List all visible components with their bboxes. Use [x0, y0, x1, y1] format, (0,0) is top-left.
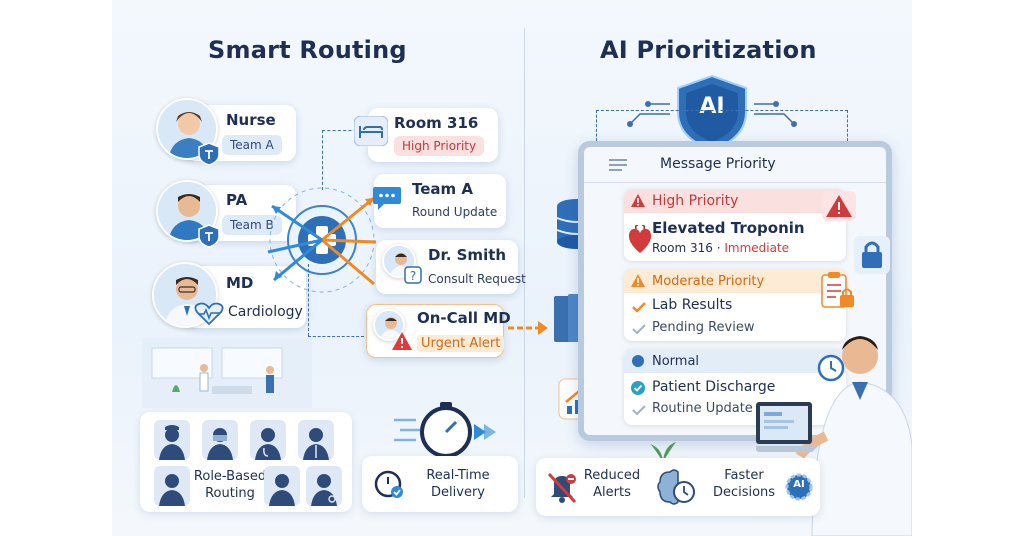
role-name: PA: [226, 191, 248, 209]
ai-gear-icon: [785, 473, 813, 501]
reduced-alerts-label: Reduced Alerts: [583, 468, 641, 500]
nurse-avatar: [156, 98, 218, 160]
brain-clock-icon: [657, 469, 695, 505]
route-connector: [322, 130, 362, 131]
role-based-routing-label: Role-Based Routing: [193, 469, 267, 501]
bed-icon: [354, 116, 388, 146]
arrow-right-icon: [508, 321, 548, 335]
route-card-dr-smith[interactable]: ? Dr. Smith Consult Request: [376, 240, 526, 294]
infographic: Smart Routing AI Prioritization Nurse Te…: [112, 0, 912, 536]
ai-gear-text: AI: [793, 479, 805, 490]
doctor-laptop-illustration: [756, 336, 912, 536]
check-icon: [632, 405, 646, 416]
normal-priority-label: Normal: [652, 354, 700, 369]
route-card-room[interactable]: Room 316 High Priority: [354, 108, 498, 162]
panel-header: Message Priority: [584, 147, 886, 183]
moderate-priority-message[interactable]: Moderate Priority Lab Results Pending Re…: [624, 269, 846, 341]
role-based-routing-card: Role-Based Routing: [140, 412, 352, 512]
surgeon-tile-icon: [202, 420, 238, 460]
high-priority-detail: Room 316 · Immediate: [652, 241, 789, 255]
high-priority-message[interactable]: High Priority Elevated Troponin Room 316…: [624, 189, 846, 261]
moderate-status: Pending Review: [652, 320, 755, 335]
cardiologist-tile-icon: [306, 466, 342, 506]
real-time-delivery-label: Real-Time Delivery: [426, 468, 490, 500]
menu-icon[interactable]: [608, 158, 628, 172]
moderate-priority-header: [624, 269, 846, 293]
route-tag: Round Update: [412, 205, 498, 219]
pa-tile-icon: [264, 466, 300, 506]
route-card-team[interactable]: Team A Round Update: [373, 174, 506, 228]
detail-room: Room 316 ·: [652, 241, 725, 255]
high-priority-title: Elevated Troponin: [652, 219, 805, 237]
smart-routing-title: Smart Routing: [208, 36, 407, 64]
heart-icon: [628, 225, 652, 253]
normal-status: Routine Update: [652, 401, 753, 416]
role-team: Team B: [222, 215, 282, 235]
doctor-tile-icon: [250, 420, 286, 460]
ai-prioritization-title: AI Prioritization: [600, 36, 817, 64]
ai-connector: [596, 110, 848, 146]
svg-text:?: ?: [410, 269, 416, 283]
real-time-delivery-card: Real-Time Delivery: [362, 456, 518, 512]
muted-bell-icon: [547, 472, 577, 504]
shield-icon: [198, 142, 220, 166]
staff-tile-icon: [154, 466, 190, 506]
dot-icon: [632, 355, 644, 367]
question-doc-icon: ?: [404, 266, 422, 284]
on-call-avatar: [373, 309, 405, 341]
stopwatch-icon: [394, 402, 496, 458]
route-tag: Consult Request: [428, 272, 526, 286]
normal-priority-header: [624, 349, 846, 373]
message-priority-panel: Message Priority High Priority Elevated …: [578, 141, 892, 441]
benefits-card: Reduced Alerts Faster Decisions AI: [536, 458, 820, 516]
nurse-tile-icon: [154, 420, 190, 460]
role-team: Team A: [222, 135, 282, 155]
route-connector: [308, 264, 309, 336]
check-circle-icon: [631, 381, 645, 395]
check-icon: [632, 324, 646, 335]
ai-shield-icon: [677, 74, 747, 152]
high-priority-label: High Priority: [652, 193, 739, 209]
plant-icon: [650, 442, 676, 462]
ai-badge-text: AI: [699, 94, 725, 119]
warning-icon: [631, 194, 645, 207]
moderate-item: Lab Results: [652, 297, 733, 313]
clock-icon: [817, 354, 845, 382]
role-name: MD: [226, 274, 254, 292]
circuit-lines-icon: [627, 101, 797, 127]
faster-decisions-label: Faster Decisions: [712, 468, 776, 500]
moderate-priority-label: Moderate Priority: [652, 274, 765, 289]
alert-triangle-icon: [822, 191, 856, 221]
route-title: On-Call MD: [417, 309, 511, 327]
high-priority-header: [624, 189, 846, 213]
timer-check-icon: [374, 470, 403, 498]
route-tag: Urgent Alert: [417, 335, 505, 352]
route-card-on-call[interactable]: On-Call MD Urgent Alert: [366, 304, 511, 358]
route-title: Dr. Smith: [428, 246, 507, 264]
clipboard-lock-icon: [821, 272, 854, 308]
panel-title: Message Priority: [660, 156, 776, 172]
shield-icon: [198, 224, 220, 248]
check-icon: [632, 302, 646, 313]
route-title: Team A: [412, 180, 473, 198]
physician-tile-icon: [298, 420, 334, 460]
lock-icon: [854, 236, 890, 274]
route-title: Room 316: [394, 114, 479, 132]
route-connector: [308, 336, 364, 337]
detail-urgency: Immediate: [724, 241, 790, 255]
role-team: Cardiology: [228, 304, 303, 320]
section-divider: [524, 28, 525, 498]
hospital-scene-illustration: [142, 338, 312, 408]
routing-hub-icon: [267, 187, 377, 293]
warning-icon: [631, 274, 645, 287]
chat-icon: [373, 187, 401, 210]
role-name: Nurse: [226, 111, 276, 129]
warning-icon: [392, 332, 412, 350]
route-tag: High Priority: [394, 136, 485, 156]
heart-pulse-icon: [194, 302, 224, 326]
route-connector: [322, 130, 323, 190]
normal-item: Patient Discharge: [652, 379, 776, 395]
